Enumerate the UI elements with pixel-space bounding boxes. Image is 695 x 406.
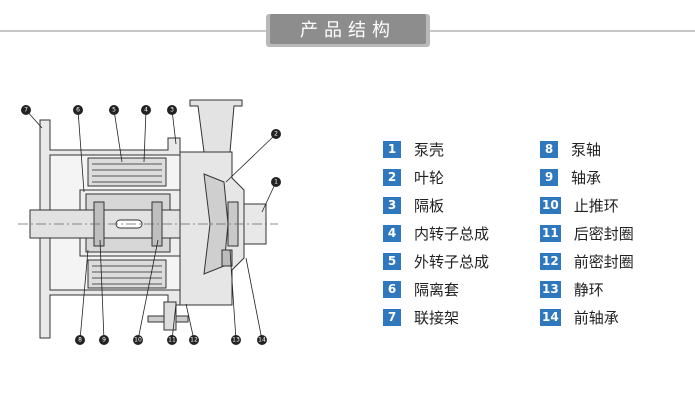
callout-11: 11 bbox=[168, 337, 176, 344]
legend-item: 5 外转子总成 bbox=[383, 247, 489, 275]
legend-number: 12 bbox=[540, 252, 561, 270]
legend-label: 泵壳 bbox=[414, 140, 445, 159]
legend-number: 2 bbox=[383, 168, 401, 186]
legend-label: 前轴承 bbox=[573, 308, 619, 327]
header-rule-left bbox=[0, 30, 270, 32]
legend-item: 8 泵轴 bbox=[540, 135, 634, 163]
legend-label: 隔离套 bbox=[414, 280, 460, 299]
legend-item: 4 内转子总成 bbox=[383, 219, 489, 247]
legend-label: 泵轴 bbox=[571, 140, 602, 159]
legend-item: 13 静环 bbox=[540, 275, 634, 303]
callout-9: 9 bbox=[102, 337, 106, 344]
callout-5: 5 bbox=[112, 107, 116, 114]
legend-label: 后密封圈 bbox=[573, 224, 634, 243]
legend-label: 隔板 bbox=[414, 196, 445, 215]
callout-12: 12 bbox=[190, 337, 198, 344]
legend-label: 轴承 bbox=[571, 168, 602, 187]
legend-item: 1 泵壳 bbox=[383, 135, 489, 163]
legend-number: 14 bbox=[540, 308, 561, 326]
legend-number: 9 bbox=[540, 168, 558, 186]
outlet-nozzle bbox=[189, 99, 243, 153]
callout-1: 1 bbox=[274, 179, 278, 186]
section-title: 产品结构 bbox=[270, 14, 426, 44]
callout-3: 3 bbox=[170, 107, 174, 114]
legend-number: 1 bbox=[383, 140, 401, 158]
legend-column-right: 8 泵轴 9 轴承 10 止推环 11 后密封圈 12 前密封圈 13 静环 14 前轴承 bbox=[540, 135, 634, 331]
legend-label: 联接架 bbox=[414, 308, 460, 327]
legend-label: 止推环 bbox=[573, 196, 619, 215]
legend-number: 11 bbox=[540, 224, 561, 242]
legend-number: 4 bbox=[383, 224, 401, 242]
callout-2: 2 bbox=[274, 131, 278, 138]
legend-label: 静环 bbox=[573, 280, 604, 299]
callout-4: 4 bbox=[144, 107, 148, 114]
legend-label: 外转子总成 bbox=[414, 252, 490, 271]
base-foot bbox=[163, 301, 177, 331]
legend-item: 2 叶轮 bbox=[383, 163, 489, 191]
legend-number: 5 bbox=[383, 252, 401, 270]
pump-cross-section-diagram: 7 6 5 4 3 2 1 8 9 10 11 12 13 14 bbox=[18, 90, 308, 360]
pump-drawing: 7 6 5 4 3 2 1 8 9 10 11 12 13 14 bbox=[18, 99, 281, 345]
legend-column-left: 1 泵壳 2 叶轮 3 隔板 4 内转子总成 5 外转子总成 6 隔离套 7 联接架 bbox=[383, 135, 489, 331]
legend-item: 10 止推环 bbox=[540, 191, 634, 219]
legend-item: 6 隔离套 bbox=[383, 275, 489, 303]
legend-number: 6 bbox=[383, 280, 401, 298]
callout-8: 8 bbox=[78, 337, 82, 344]
legend-label: 叶轮 bbox=[414, 168, 445, 187]
legend-number: 10 bbox=[540, 196, 561, 214]
callout-13: 13 bbox=[232, 337, 240, 344]
legend-item: 9 轴承 bbox=[540, 163, 634, 191]
legend-number: 7 bbox=[383, 308, 401, 326]
legend-item: 14 前轴承 bbox=[540, 303, 634, 331]
legend-number: 13 bbox=[540, 280, 561, 298]
legend-number: 3 bbox=[383, 196, 401, 214]
callout-6: 6 bbox=[76, 107, 80, 114]
callout-7: 7 bbox=[24, 107, 28, 114]
legend-item: 12 前密封圈 bbox=[540, 247, 634, 275]
legend-item: 3 隔板 bbox=[383, 191, 489, 219]
legend-number: 8 bbox=[540, 140, 558, 158]
legend-label: 内转子总成 bbox=[414, 224, 490, 243]
callout-14: 14 bbox=[258, 337, 266, 344]
front-seal bbox=[221, 249, 233, 267]
header-rule-right bbox=[425, 30, 695, 32]
legend-item: 11 后密封圈 bbox=[540, 219, 634, 247]
callout-10: 10 bbox=[134, 337, 142, 344]
outer-rotor-top bbox=[87, 157, 167, 187]
legend-item: 7 联接架 bbox=[383, 303, 489, 331]
legend-label: 前密封圈 bbox=[573, 252, 634, 271]
